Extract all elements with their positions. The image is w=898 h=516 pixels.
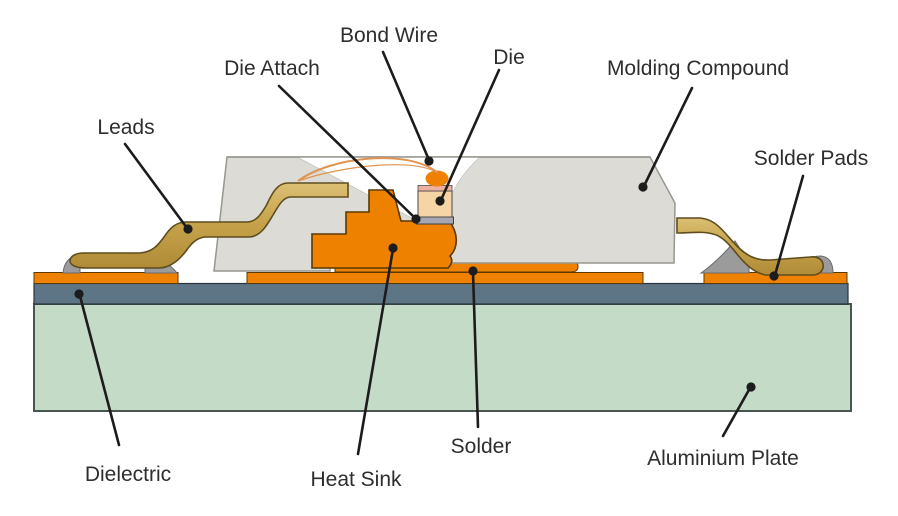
solder-dot: [468, 266, 478, 276]
bond-wire-path: [297, 157, 439, 182]
heat-sink-dot: [388, 243, 398, 253]
dielectric-layer: [33, 282, 849, 305]
die-attach-label: Die Attach: [224, 57, 320, 80]
left-lead-shape: [69, 182, 349, 269]
solder-leader: [471, 271, 480, 429]
solder-label: Solder: [451, 435, 512, 458]
die-attach-leader: [277, 84, 417, 220]
die-shape: [417, 190, 453, 218]
solder-pad-middle: [246, 272, 644, 284]
molding-compound-dot: [638, 182, 648, 192]
solder-pads-leader: [773, 174, 805, 277]
aluminium-plate-leader: [721, 386, 752, 438]
heat-sink-label: Heat Sink: [310, 468, 402, 491]
aluminium-plate-shape: [33, 303, 852, 412]
bond-wire-dot: [424, 156, 434, 166]
leads-leader: [123, 142, 189, 230]
heat-sink-leader: [356, 247, 395, 456]
molding-compound-label: Molding Compound: [607, 57, 789, 80]
solder-pads-label: Solder Pads: [754, 147, 868, 170]
solder-pads-dot: [769, 271, 779, 281]
leads-label: Leads: [97, 116, 154, 139]
die-attach-layer: [416, 216, 454, 225]
dielectric-label: Dielectric: [85, 463, 171, 486]
die-leader: [439, 68, 501, 202]
bond-wire-label: Bond Wire: [340, 24, 438, 47]
die-label: Die: [493, 46, 525, 69]
aluminium-plate-label: Aluminium Plate: [647, 447, 799, 470]
die-attach-dot: [411, 214, 421, 224]
bond-wire-path-return: [297, 164, 439, 182]
heat-sink-shape: [311, 189, 458, 269]
ball-bond: [425, 170, 449, 187]
dielectric-dot: [74, 289, 84, 299]
aluminium-plate-dot: [746, 382, 756, 392]
dielectric-leader: [78, 294, 121, 447]
bond-wire-leader: [381, 50, 431, 162]
solder-pad-left: [33, 272, 179, 284]
molding-compound-leader: [642, 86, 694, 188]
right-lead-shape: [676, 217, 824, 276]
leads-dot: [183, 224, 193, 234]
die-dot: [435, 196, 445, 206]
